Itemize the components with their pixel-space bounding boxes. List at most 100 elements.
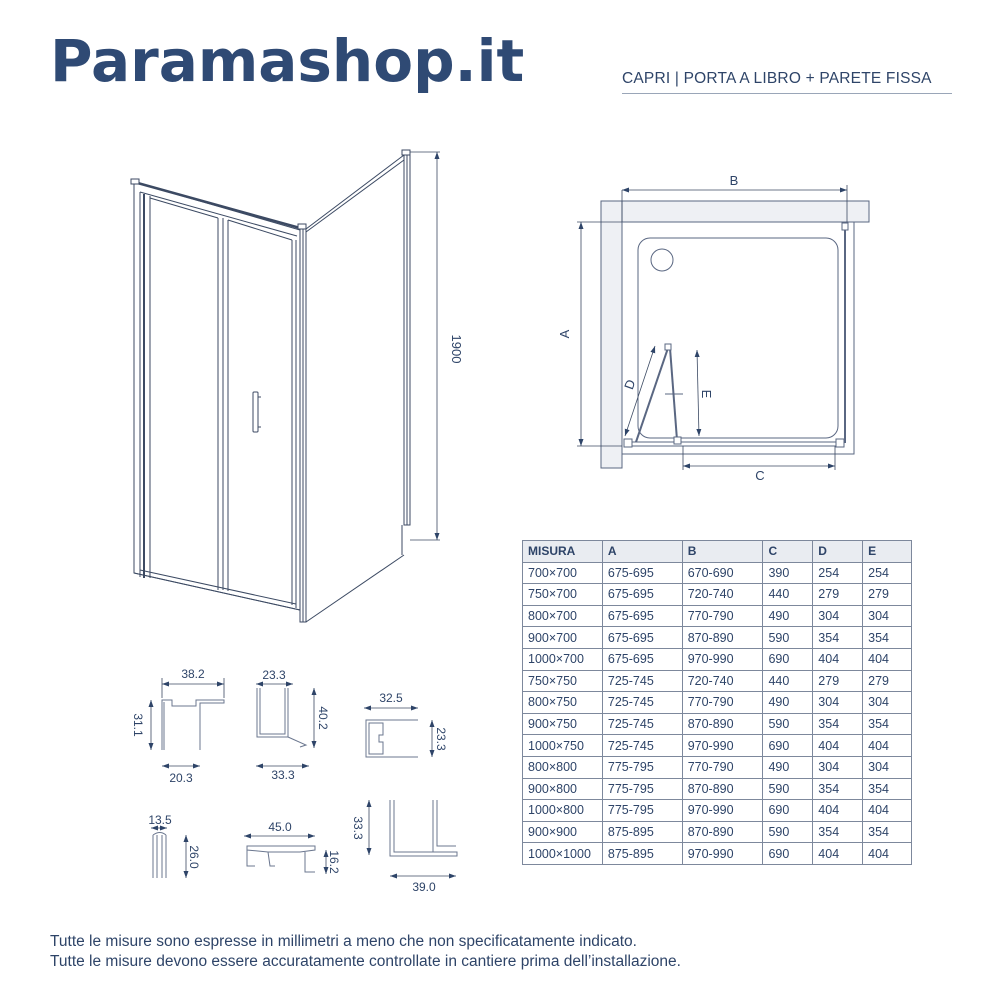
cell: 354 <box>812 712 864 736</box>
height-label: 1900 <box>449 335 464 364</box>
table-header-row: MISURA A B C D E <box>522 540 912 563</box>
profile-1-width: 38.2 <box>181 667 205 681</box>
cell: 870-890 <box>681 712 764 736</box>
cell: 725-745 <box>601 669 683 693</box>
dim-e-label: E <box>699 390 714 399</box>
cell: 404 <box>812 647 864 671</box>
profile-dimensions <box>148 678 456 879</box>
cell: 1000×800 <box>522 799 603 822</box>
cell: 404 <box>812 842 864 865</box>
plan-drawing <box>600 200 870 469</box>
cell: 900×900 <box>522 820 603 844</box>
cell: 690 <box>762 799 814 822</box>
cell: 775-795 <box>601 777 683 801</box>
cell: 800×750 <box>522 691 603 714</box>
height-dimension <box>410 151 440 541</box>
cell: 354 <box>812 820 864 844</box>
cell: 750×700 <box>522 583 603 606</box>
cell: 970-990 <box>681 799 764 822</box>
cell: 590 <box>762 820 814 844</box>
cell: 354 <box>862 712 912 736</box>
cell: 490 <box>762 691 814 714</box>
cell: 750×750 <box>522 669 603 693</box>
cell: 900×800 <box>522 777 603 801</box>
profile-2-width: 23.3 <box>262 668 286 682</box>
cell: 404 <box>812 734 864 757</box>
cell: 675-695 <box>601 626 683 649</box>
profile-4-width: 13.5 <box>148 813 172 827</box>
dim-b-label: B <box>730 173 739 188</box>
profile-6-width: 39.0 <box>412 880 436 894</box>
cell: 590 <box>762 712 814 736</box>
cell: 870-890 <box>681 820 764 844</box>
cell: 354 <box>862 820 912 844</box>
cell: 354 <box>812 626 864 649</box>
cell: 690 <box>762 842 814 865</box>
cell: 775-795 <box>601 755 683 779</box>
cell: 279 <box>862 583 912 606</box>
cell: 590 <box>762 626 814 649</box>
cell: 725-745 <box>601 712 683 736</box>
cell: 875-895 <box>601 842 683 865</box>
cell: 404 <box>862 647 912 671</box>
cell: 870-890 <box>681 626 764 649</box>
cell: 720-740 <box>681 583 764 606</box>
cell: 900×750 <box>522 712 603 736</box>
profile-5-width: 45.0 <box>268 820 292 834</box>
cell: 404 <box>862 842 912 865</box>
cell: 675-695 <box>601 583 683 606</box>
cell: 254 <box>812 561 864 585</box>
brand-logo: Paramashop.it <box>50 27 525 95</box>
cell: 354 <box>862 626 912 649</box>
header-e: E <box>862 540 912 563</box>
cell: 354 <box>812 777 864 801</box>
profile-1-height: 31.1 <box>131 713 145 737</box>
cell: 720-740 <box>681 669 764 693</box>
cell: 440 <box>762 583 814 606</box>
cell: 970-990 <box>681 842 764 865</box>
profile-3-width: 32.5 <box>379 691 403 705</box>
cell: 1000×750 <box>522 734 603 757</box>
cell: 304 <box>862 755 912 779</box>
header-misura: MISURA <box>522 540 603 563</box>
cell: 970-990 <box>681 647 764 671</box>
cell: 725-745 <box>601 734 683 757</box>
cell: 675-695 <box>601 647 683 671</box>
profile-2-base: 33.3 <box>271 768 295 782</box>
note-verify: Tutte le misure devono essere accuratame… <box>50 953 681 970</box>
cell: 900×700 <box>522 626 603 649</box>
header-d: D <box>812 540 864 563</box>
profile-2-height: 40.2 <box>316 706 330 730</box>
header-b: B <box>681 540 764 563</box>
profile-sections <box>152 688 458 878</box>
cell: 770-790 <box>681 691 764 714</box>
perspective-drawing <box>130 149 411 623</box>
dim-a-label: A <box>557 329 572 338</box>
product-subtitle: CAPRI | PORTA A LIBRO + PARETE FISSA <box>622 70 952 94</box>
plan-dimensions <box>577 185 848 470</box>
profile-6-height: 33.3 <box>351 816 365 840</box>
profile-1-base: 20.3 <box>169 771 193 785</box>
cell: 690 <box>762 734 814 757</box>
note-units: Tutte le misure sono espresse in millime… <box>50 933 637 950</box>
cell: 440 <box>762 669 814 693</box>
profile-4-height: 26.0 <box>187 845 201 869</box>
cell: 304 <box>812 755 864 779</box>
cell: 800×700 <box>522 604 603 628</box>
header-c: C <box>762 540 814 563</box>
cell: 1000×1000 <box>522 842 603 865</box>
cell: 800×800 <box>522 755 603 779</box>
